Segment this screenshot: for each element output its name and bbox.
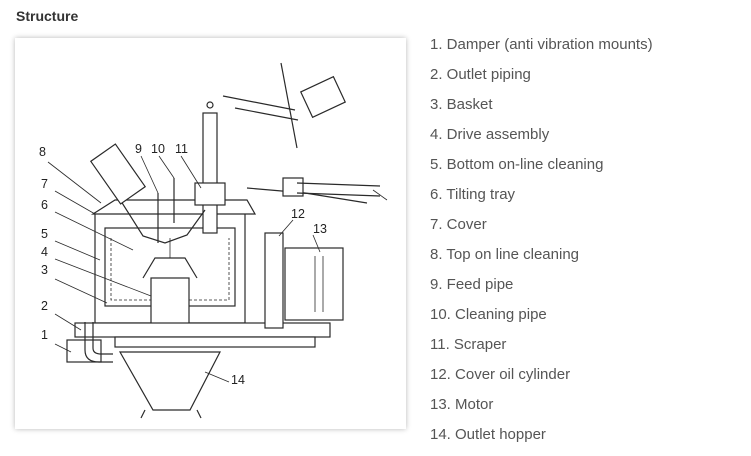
lower-rod <box>296 182 381 197</box>
legend-item-8: 8. Top on line cleaning <box>430 246 580 263</box>
upper-arm-1 <box>222 95 296 111</box>
leader-11 <box>180 155 202 189</box>
scraper-arm-upper <box>246 187 368 204</box>
upper-rod <box>280 62 298 149</box>
outlet-hopper <box>118 351 221 411</box>
scraper-head <box>194 182 226 206</box>
legend-item-1: 1. Damper (anti vibration mounts) <box>430 36 653 53</box>
scraper-column <box>202 112 218 234</box>
leader-right-1 <box>372 189 388 201</box>
leader-5 <box>54 240 101 261</box>
upper-arm-2 <box>234 107 299 121</box>
legend-item-10: 10. Cleaning pipe <box>430 306 547 323</box>
base-frame <box>74 322 331 338</box>
leader-12 <box>278 219 294 237</box>
leader-6 <box>54 211 134 251</box>
label-10: 10 <box>151 142 165 156</box>
leader-14 <box>204 371 230 383</box>
label-14: 14 <box>231 373 245 387</box>
scraper-motor-upper <box>299 75 347 119</box>
label-8: 8 <box>39 145 46 159</box>
label-7: 7 <box>41 177 48 191</box>
leader-10 <box>158 155 175 179</box>
leader-9 <box>140 155 159 194</box>
outlet-pipe <box>84 322 113 363</box>
outlet-pipe-inner <box>92 322 113 355</box>
drive-assembly <box>150 277 190 331</box>
small-motor <box>89 143 147 205</box>
label-1: 1 <box>41 328 48 342</box>
hopper-leg-right <box>196 409 202 419</box>
tilting-tray <box>118 197 206 244</box>
leader-1 <box>54 343 72 353</box>
oil-cylinder <box>264 232 284 329</box>
centrifuge-diagram: 1 2 3 4 5 6 7 8 9 10 11 12 13 14 <box>15 38 406 429</box>
label-2: 2 <box>41 299 48 313</box>
damper <box>66 339 102 363</box>
leader-4 <box>54 258 152 297</box>
leader-13 <box>312 234 321 253</box>
legend-item-5: 5. Bottom on-line cleaning <box>430 156 604 173</box>
legend-item-12: 12. Cover oil cylinder <box>430 366 571 383</box>
label-13: 13 <box>313 222 327 236</box>
label-11: 11 <box>175 142 188 156</box>
label-4: 4 <box>41 245 48 259</box>
label-6: 6 <box>41 198 48 212</box>
motor <box>284 247 344 321</box>
legend-item-6: 6. Tilting tray <box>430 186 516 203</box>
legend-item-9: 9. Feed pipe <box>430 276 514 293</box>
parts-legend: 1. Damper (anti vibration mounts) 2. Out… <box>430 36 653 456</box>
scraper-knob <box>206 101 214 109</box>
leader-7 <box>54 190 96 215</box>
leader-3 <box>54 278 108 304</box>
legend-item-7: 7. Cover <box>430 216 487 233</box>
legend-item-3: 3. Basket <box>430 96 493 113</box>
legend-item-4: 4. Drive assembly <box>430 126 550 143</box>
legend-item-11: 11. Scraper <box>430 336 507 353</box>
label-3: 3 <box>41 263 48 277</box>
legend-item-13: 13. Motor <box>430 396 494 413</box>
legend-item-14: 14. Outlet hopper <box>430 426 546 443</box>
base-plate <box>114 336 316 348</box>
label-12: 12 <box>291 207 305 221</box>
hopper-leg-left <box>140 409 146 419</box>
legend-item-2: 2. Outlet piping <box>430 66 531 83</box>
label-5: 5 <box>41 227 48 241</box>
leader-8 <box>47 161 102 204</box>
leader-2 <box>54 313 82 331</box>
label-9: 9 <box>135 142 142 156</box>
section-title: Structure <box>16 8 79 24</box>
